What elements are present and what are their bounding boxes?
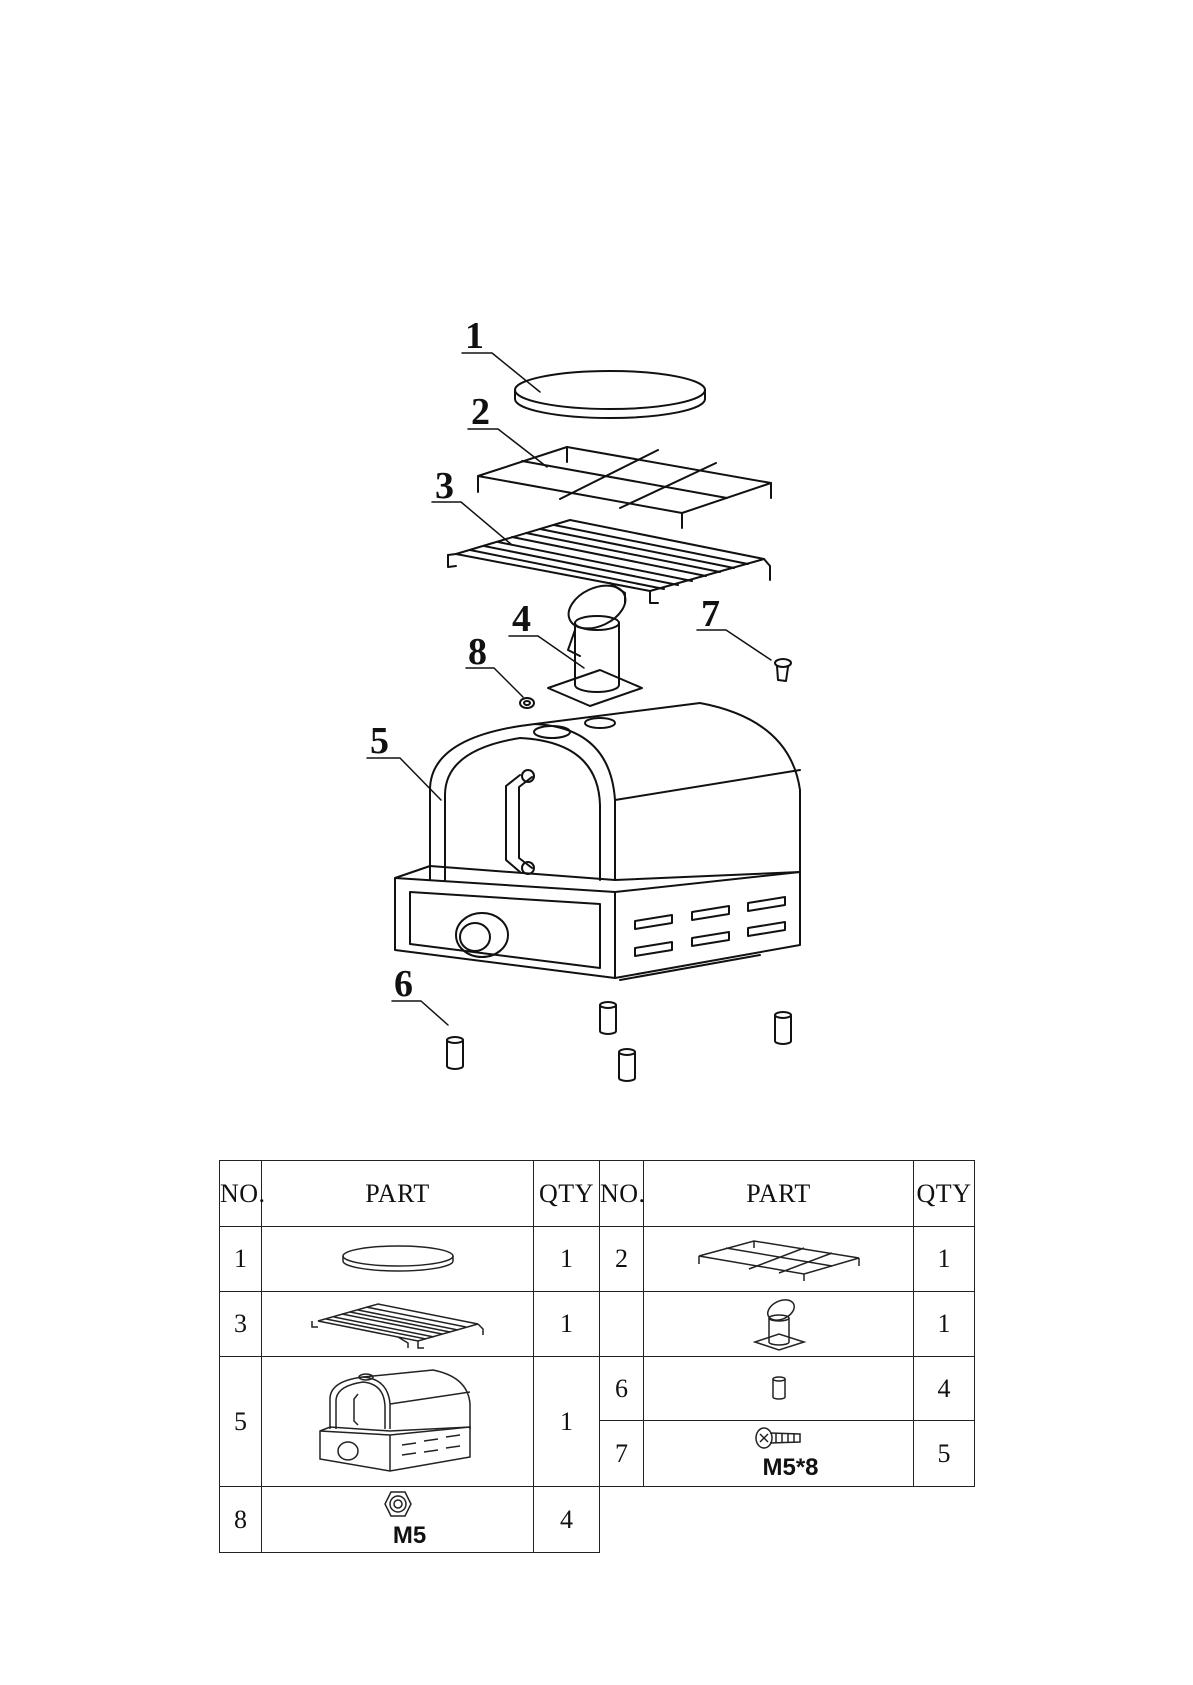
empty-cell [600, 1487, 975, 1553]
table-row: 5 1 6 [220, 1357, 975, 1421]
nut-part [520, 698, 534, 708]
part-qty: 4 [534, 1487, 600, 1553]
table-header-row: NO. PART QTY NO. PART QTY [220, 1161, 975, 1227]
screw-spec: M5*8 [762, 1454, 818, 1481]
part-no: 3 [220, 1292, 262, 1357]
part-qty: 1 [914, 1292, 975, 1357]
header-qty: QTY [534, 1161, 600, 1227]
callout-6: 6 [394, 963, 413, 1005]
oven-body-icon [318, 1369, 478, 1474]
part-no: 8 [220, 1487, 262, 1553]
callout-5: 5 [370, 720, 389, 762]
chimney-icon [749, 1296, 809, 1352]
part-image-cell [262, 1357, 534, 1487]
leader-lines [367, 353, 771, 1025]
callout-3: 3 [435, 465, 454, 507]
part-qty: 4 [914, 1357, 975, 1421]
part-image-cell: M5 [262, 1487, 534, 1553]
part-qty: 1 [914, 1227, 975, 1292]
part-qty: 5 [914, 1421, 975, 1487]
screw-part [775, 659, 791, 681]
table-row: 1 1 2 1 [220, 1227, 975, 1292]
foot-icon [769, 1375, 789, 1403]
part-image-cell [262, 1292, 534, 1357]
feet-part [447, 1002, 791, 1081]
part-image-cell [644, 1227, 914, 1292]
callout-4: 4 [512, 598, 531, 640]
part-qty: 1 [534, 1357, 600, 1487]
part-image-cell: M5*8 [644, 1421, 914, 1487]
part-image-cell [644, 1357, 914, 1421]
callout-2: 2 [471, 391, 490, 433]
wire-rack-icon [694, 1236, 864, 1282]
table-row: 3 1 1 [220, 1292, 975, 1357]
nut-icon [383, 1489, 413, 1519]
header-qty-2: QTY [914, 1161, 975, 1227]
oven-body-part [395, 703, 800, 980]
callout-7: 7 [701, 593, 720, 635]
part-no: 6 [600, 1357, 644, 1421]
header-part-2: PART [644, 1161, 914, 1227]
part-no: 1 [220, 1227, 262, 1292]
parts-table: NO. PART QTY NO. PART QTY 1 1 2 1 3 1 [219, 1160, 975, 1553]
cooking-grate-icon [308, 1299, 488, 1349]
part-qty: 1 [534, 1227, 600, 1292]
callout-8: 8 [468, 631, 487, 673]
table-row: 8 M5 4 [220, 1487, 975, 1553]
header-no-2: NO. [600, 1161, 644, 1227]
part-qty: 1 [534, 1292, 600, 1357]
part-image-cell [644, 1292, 914, 1357]
callout-1: 1 [465, 315, 484, 357]
exploded-view-diagram: 1 2 3 4 7 8 5 6 [0, 0, 1193, 1120]
part-no [600, 1292, 644, 1357]
part-no: 7 [600, 1421, 644, 1487]
part-no: 2 [600, 1227, 644, 1292]
part-image-cell [262, 1227, 534, 1292]
chimney-part [548, 577, 642, 706]
header-no: NO. [220, 1161, 262, 1227]
header-part: PART [262, 1161, 534, 1227]
pizza-stone-icon [338, 1242, 458, 1276]
pizza-stone-part [515, 371, 705, 418]
wire-rack-part [478, 447, 771, 528]
nut-spec: M5 [393, 1522, 426, 1549]
screw-icon [754, 1425, 804, 1451]
part-no: 5 [220, 1357, 262, 1487]
